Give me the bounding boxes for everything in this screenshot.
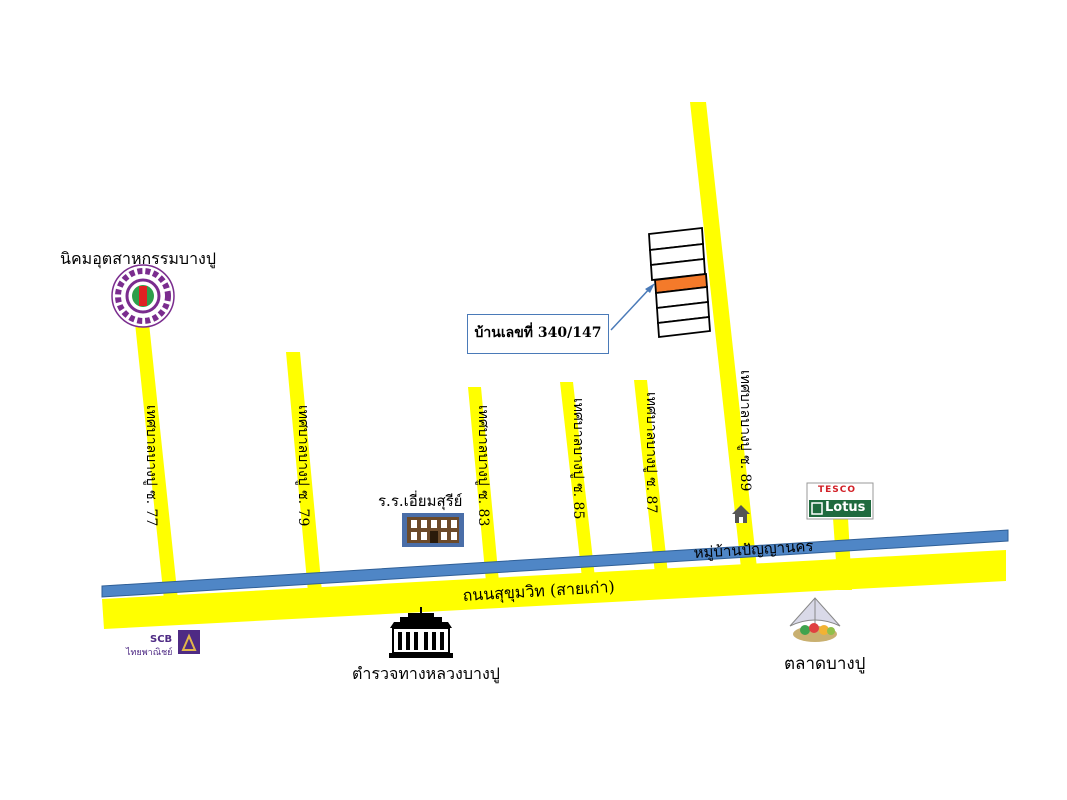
soi-79-label: เทศบาลบางปู ซ. 79 xyxy=(295,405,311,527)
unit-row xyxy=(657,315,711,339)
soi-89-label: เทศบาลบางปู ซ. 89 xyxy=(737,370,753,492)
scb-thai-name: ไทยพาณิชย์ xyxy=(126,648,173,658)
soi-87-label: เทศบาลบางปู ซ. 87 xyxy=(643,392,659,514)
lotus-text: Lotus xyxy=(825,500,866,515)
market-icon xyxy=(789,597,841,642)
soi-85-label: เทศบาลบางปู ซ. 85 xyxy=(570,398,586,520)
industrial-estate-logo xyxy=(111,264,175,328)
tesco-lotus-logo xyxy=(806,482,874,520)
scb-name: SCB xyxy=(150,634,173,645)
police-station-icon xyxy=(389,607,453,658)
road-soi-79 xyxy=(286,352,322,592)
road-soi-83 xyxy=(468,387,499,582)
school-building-icon xyxy=(402,513,464,547)
house-number-callout: บ้านเลขที่ 340/147 xyxy=(467,314,609,354)
market-label: ตลาดบางปู xyxy=(784,654,866,674)
road-soi-89 xyxy=(690,102,757,568)
canal xyxy=(101,529,1009,598)
callout-arrow xyxy=(610,285,653,331)
school-label: ร.ร.เอี่ยมสุรีย์ xyxy=(378,492,463,510)
road-soi-85 xyxy=(560,382,595,578)
soi-77-label: เทศบาลบางปู ซ. 77 xyxy=(143,405,159,527)
industrial-estate-label: นิคมอุตสาหกรรมบางปู xyxy=(60,249,217,268)
home-icon xyxy=(732,505,750,523)
tesco-text: TESCO xyxy=(818,485,857,495)
housing-units xyxy=(648,226,711,339)
road-soi-87 xyxy=(634,380,668,574)
scb-logo xyxy=(178,630,200,654)
road-sukhumvit xyxy=(102,550,1006,629)
soi-83-label: เทศบาลบางปู ซ. 83 xyxy=(475,405,491,527)
police-label: ตำรวจทางหลวงบางปู xyxy=(352,664,500,683)
road-soi-77 xyxy=(135,323,178,600)
callout-arrowhead xyxy=(645,283,655,293)
